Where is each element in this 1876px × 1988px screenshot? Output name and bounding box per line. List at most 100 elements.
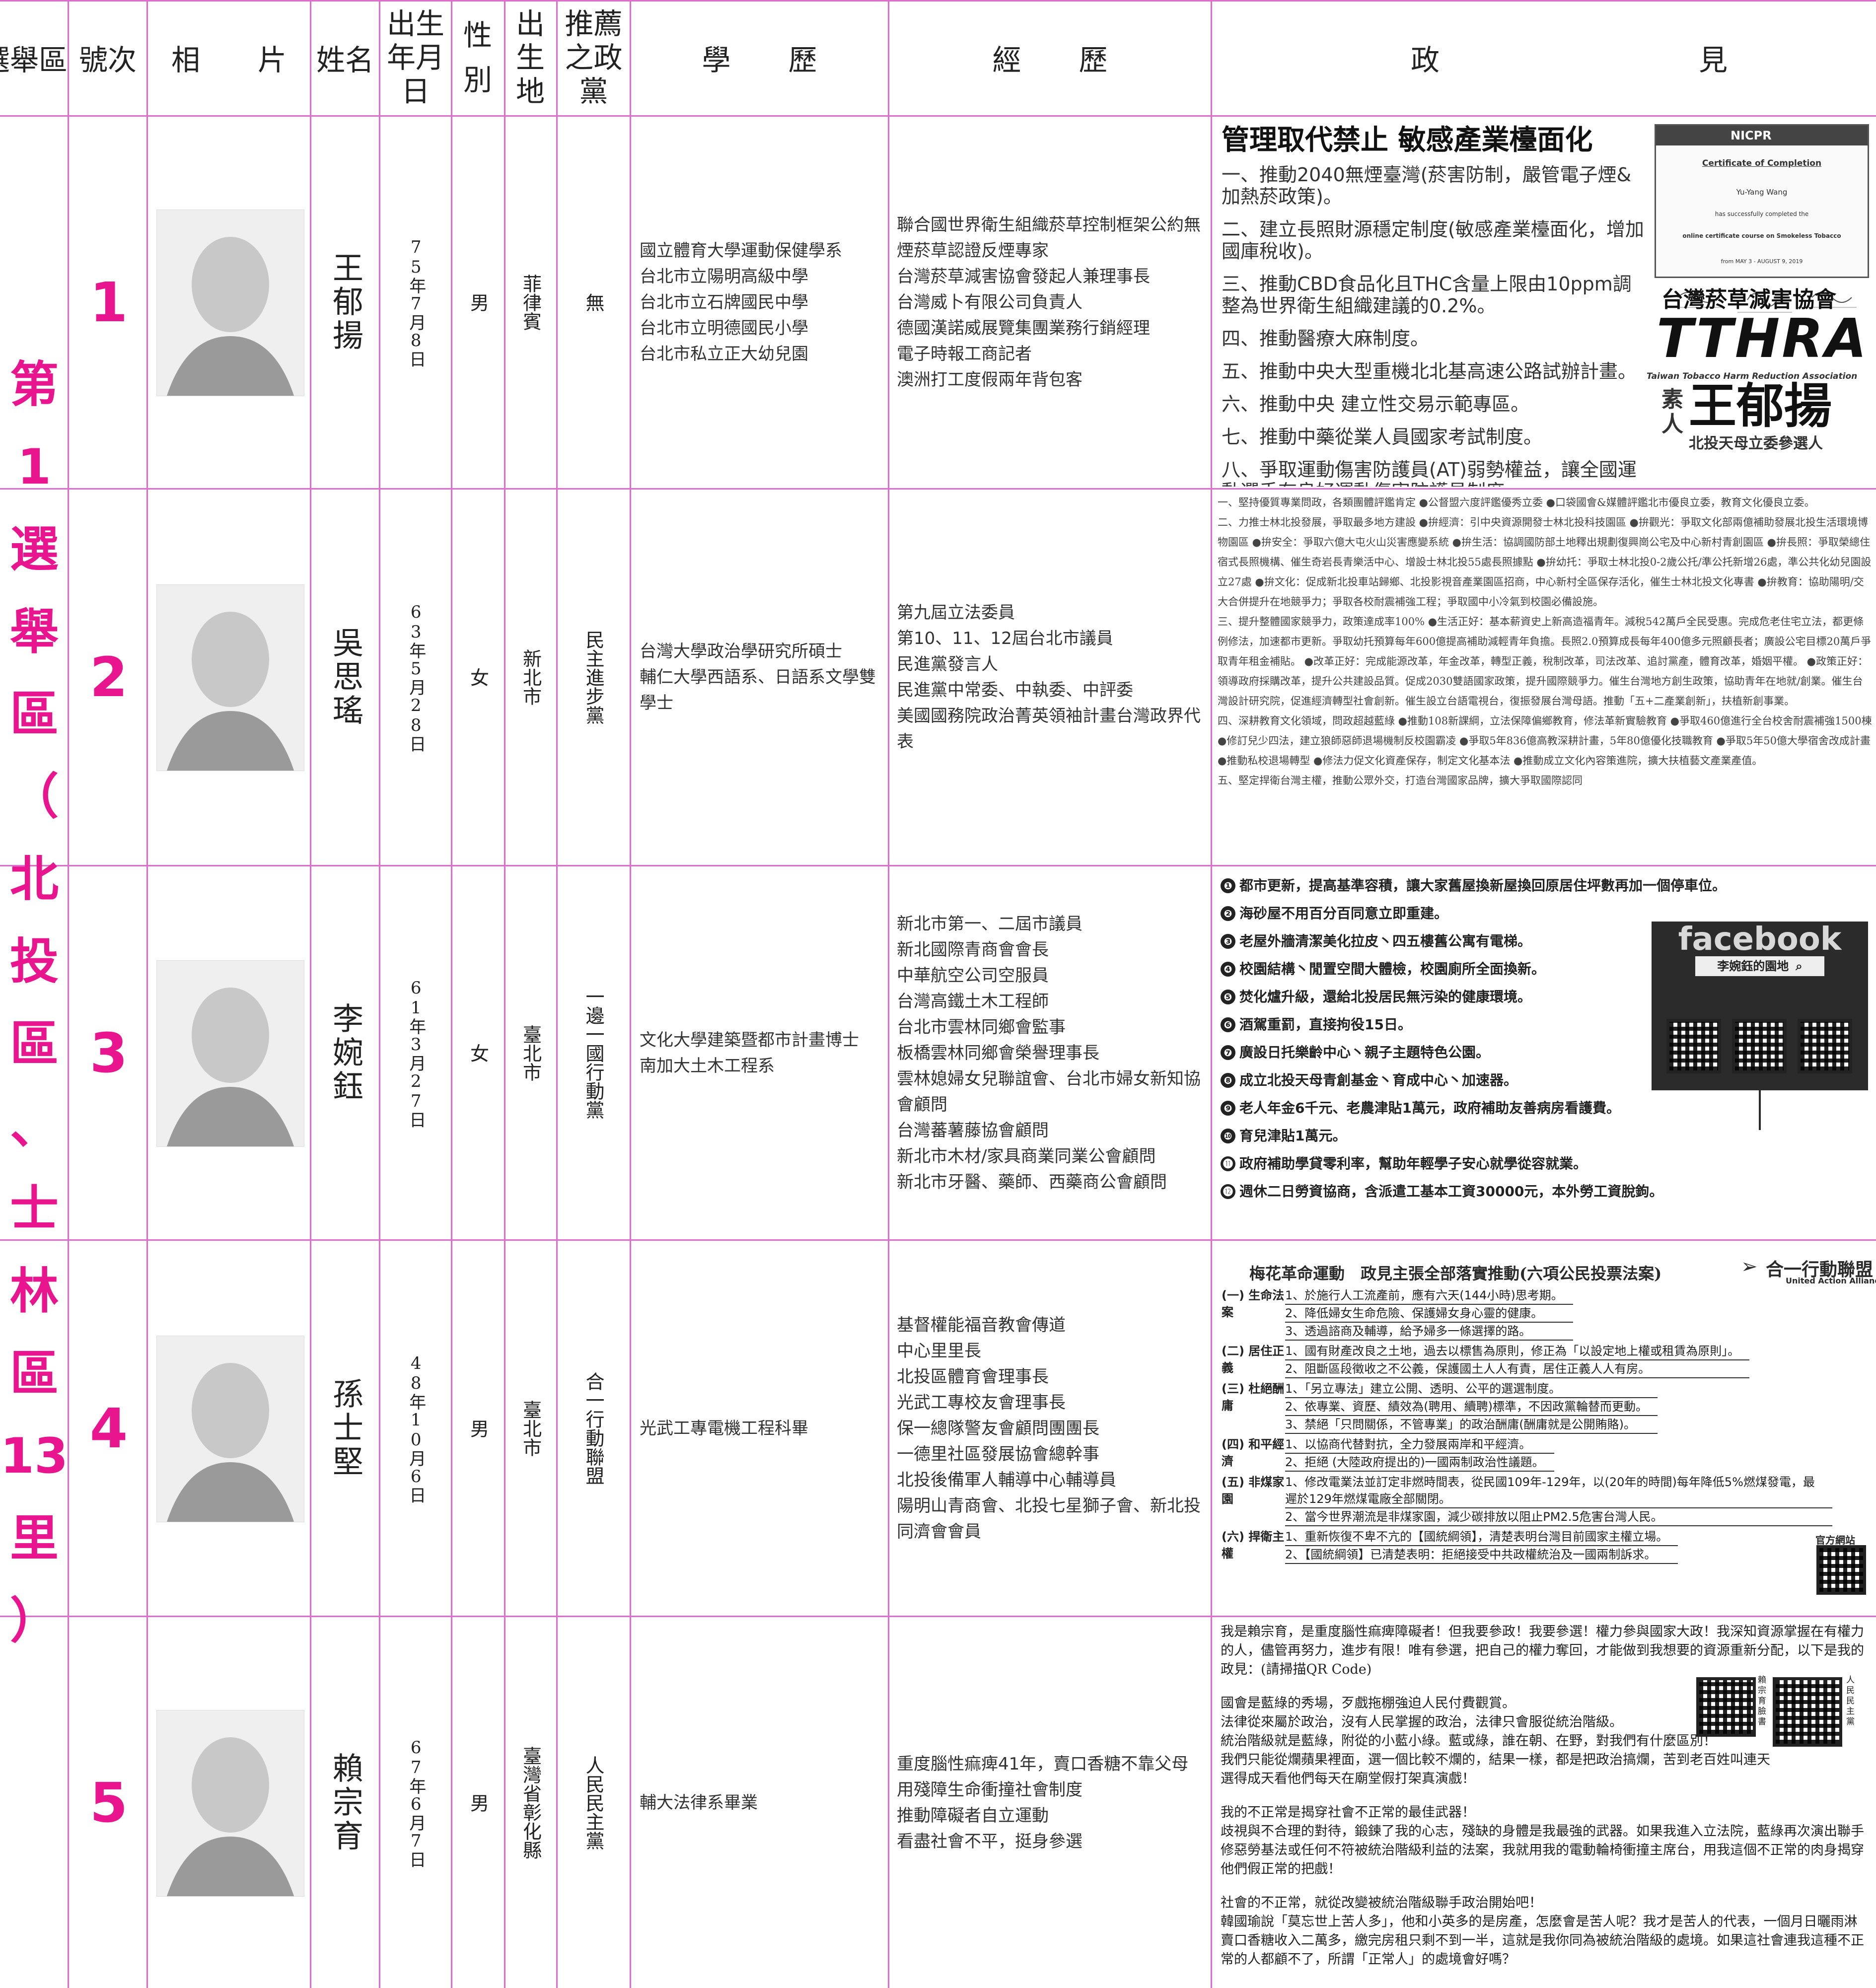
- candidate-birthplace: 臺灣省彰化縣: [519, 1746, 542, 1859]
- qr-code-icon: [1666, 1019, 1721, 1073]
- district-char: （: [9, 769, 59, 825]
- qr-code-icon: [1696, 1677, 1756, 1737]
- number-marker: ⓬: [1221, 1184, 1235, 1199]
- candidate-birthplace-cell: 臺北市: [505, 866, 556, 1239]
- signature-icon: [1668, 292, 1857, 313]
- experience-item: 台灣蕃薯藤協會顧問: [897, 1120, 1049, 1140]
- policy-group-item: 3、禁絕「只問關係，不管專業」的政治酬庸(酬庸就是公開賄賂)。: [1285, 1416, 1658, 1434]
- brand-name-cn: 台灣菸草減害協會: [1661, 287, 1836, 312]
- education-item: 台北市立陽明高級中學: [640, 267, 808, 286]
- number-marker: ❿: [1221, 1129, 1235, 1143]
- education-item: 輔仁大學西語系、日語系文學雙學士: [640, 667, 876, 713]
- candidate-party: 合一行動聯盟: [582, 1371, 604, 1485]
- certificate-line1: has successfully completed the: [1715, 211, 1809, 217]
- candidate-birth: 67年6月7日: [406, 1737, 426, 1868]
- policy-group-item: 1、重新恢復不卑不亢的【國統綱領】，清楚表明台灣目前國家主權立場。: [1285, 1528, 1678, 1546]
- candidate-gender-cell: 男: [452, 117, 504, 488]
- policy-item-text: 週休二日勞資協商，含派遣工基本工資30000元，本外勞工資脫鉤。: [1239, 1183, 1663, 1200]
- candidate-photo: [156, 1335, 304, 1522]
- candidate-party: 人民民主黨: [582, 1755, 604, 1850]
- education-item: 台北市立石牌國民中學: [640, 292, 808, 312]
- policy-4-title: 梅花革命運動 政見主張全部落實推動(六項公民投票法案): [1249, 1264, 1662, 1283]
- candidate-name: 賴宗育: [327, 1752, 363, 1853]
- facebook-card: facebook 李婉鈺的園地 ⌕: [1652, 922, 1868, 1090]
- number-marker: ❹: [1221, 962, 1235, 977]
- experience-item: 台灣威卜有限公司負責人: [897, 292, 1082, 312]
- education-item: 台北市私立正大幼兒園: [640, 344, 808, 364]
- header-birthplace: 出生地: [516, 7, 545, 108]
- policy-candidate-1: 管理取代禁止 敏感產業檯面化 一、推動2040無煙臺灣(菸害防制，嚴管電子煙&加…: [1215, 119, 1876, 487]
- experience-item: 北投後備軍人輔導中心輔導員: [897, 1470, 1116, 1490]
- facebook-search: 李婉鈺的園地 ⌕: [1695, 956, 1824, 976]
- certificate-holder: Yu-Yang Wang: [1736, 188, 1788, 197]
- candidate-number: 4: [89, 1396, 128, 1460]
- candidate-birth-cell: 48年10月6日: [380, 1241, 451, 1616]
- candidate-birth-cell: 63年5月28日: [380, 490, 451, 865]
- experience-item: 板橋雲林同鄉會榮譽理事長: [897, 1043, 1099, 1063]
- avatar-icon: [157, 960, 304, 1146]
- district-char: 選: [9, 521, 59, 578]
- big-name: 王郁揚: [1689, 378, 1832, 434]
- experience-item: 基督權能福音教會傳道: [897, 1315, 1066, 1335]
- candidate-experience: 新北市第一、二屆市議員新北國際青商會會長中華航空公司空服員台灣高鐵土木工程師台北…: [897, 866, 1206, 1239]
- header-party: 推薦之政黨: [565, 7, 623, 108]
- number-marker: ❶: [1221, 878, 1235, 893]
- policy-group-item: 2、【國統綱領】已清楚表明：拒絕接受中共政權統治及一國兩制訴求。: [1285, 1546, 1678, 1564]
- policy-item-text: 海砂屋不用百分百同意立即重建。: [1239, 905, 1448, 922]
- district-char: 里: [9, 1510, 59, 1567]
- policy-candidate-5: 我是賴宗育，是重度腦性痲痺障礙者！但我要參政！我要參選！權力參與國家大政！我深知…: [1215, 1618, 1876, 1988]
- experience-item: 民進黨中常委、中執委、中評委: [897, 680, 1133, 700]
- district-char: ）: [9, 1593, 59, 1649]
- policy-item-text: 校園結構丶閒置空間大體檢，校園廁所全面換新。: [1239, 961, 1546, 977]
- candidate-party-cell: 一邊一國行動黨: [558, 866, 630, 1239]
- qr-label-party: 人民民主黨: [1846, 1675, 1855, 1727]
- header-number: 號次: [78, 43, 137, 77]
- experience-item: 第10、11、12屆台北市議員: [897, 629, 1113, 648]
- policy-item: 七、推動中藥從業人員國家考試制度。: [1222, 426, 1543, 448]
- candidate-birth: 48年10月6日: [406, 1353, 426, 1503]
- avatar-icon: [157, 1336, 304, 1522]
- policy-group-item: 2、阻斷區段徵收之不公義，保護國土人人有責，居住正義人人有房。: [1285, 1360, 1750, 1378]
- policy-group-item: 1、以協商代替對抗，全力發展兩岸和平經濟。: [1285, 1436, 1554, 1454]
- district-char: 區: [9, 1346, 59, 1402]
- number-marker: ❾: [1221, 1101, 1235, 1116]
- candidate-party-cell: 無: [558, 117, 630, 488]
- brand-logo: TTHRA: [1657, 308, 1869, 370]
- candidate-name-cell: 孫士堅: [311, 1241, 379, 1616]
- facebook-logo: facebook: [1678, 921, 1842, 958]
- experience-item: 推動障礙者自立運動: [897, 1805, 1049, 1826]
- candidate-gender: 女: [467, 1043, 489, 1063]
- candidate-photo: [156, 210, 304, 396]
- experience-item: 德國漢諾威展覽集團業務行銷經理: [897, 318, 1150, 338]
- experience-item: 保一總隊警友會顧問團團長: [897, 1418, 1099, 1438]
- policy-item-text: 成立北投天母青創基金丶育成中心丶加速器。: [1239, 1072, 1518, 1088]
- org-name-en: United Action Alliance: [1786, 1276, 1876, 1285]
- policy-item-text: 酒駕重罰，直接拘役15日。: [1239, 1016, 1412, 1033]
- candidate-birth-cell: 61年3月27日: [380, 866, 451, 1239]
- experience-item: 新北市第一、二屆市議員: [897, 914, 1082, 934]
- policy-group-tag: (三) 杜絕酬庸: [1222, 1382, 1285, 1413]
- candidate-party-cell: 民主進步黨: [558, 490, 630, 865]
- candidate-photo: [156, 584, 304, 771]
- experience-item: 光武工專校友會理事長: [897, 1392, 1066, 1413]
- qr-code-icon: [1732, 1019, 1787, 1073]
- experience-item: 中華航空公司空服員: [897, 965, 1049, 986]
- policy-item-text: 育兒津貼1萬元。: [1239, 1128, 1347, 1144]
- district-char: 舉: [9, 604, 59, 660]
- candidate-name: 吳思瑤: [327, 627, 363, 728]
- policy-item: 八、爭取運動傷害防護員(AT)弱勢權益，讓全國運動選手有良好運動傷害防護員制度。: [1222, 459, 1637, 487]
- candidate-name: 王郁揚: [327, 252, 363, 353]
- policy-5-para-2: 國會是藍綠的秀場，歹戲拖棚強迫人民付費觀賞。 法律從來屬於政治，沒有人民掌握的政…: [1221, 1696, 1770, 1786]
- policy-item: 四、推動醫療大麻制度。: [1222, 328, 1430, 350]
- district-char: 北: [9, 851, 59, 908]
- candidate-party: 民主進步黨: [582, 630, 604, 724]
- certificate-title: Certificate of Completion: [1702, 158, 1822, 168]
- policy-item: 一、推動2040無煙臺灣(菸害防制，嚴管電子煙&加熱菸政策)。: [1222, 164, 1632, 208]
